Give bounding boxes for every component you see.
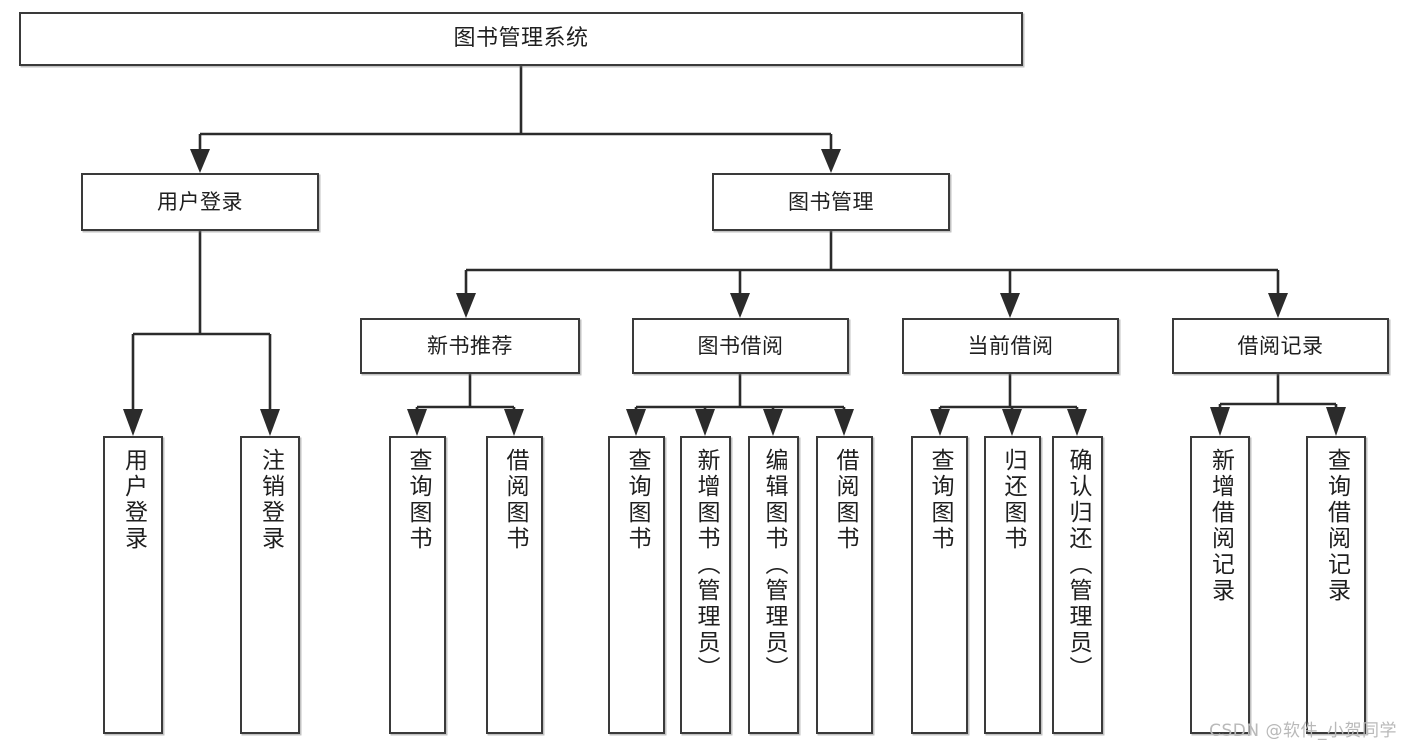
node-book-management[interactable]: 图书管理 [712,173,950,231]
leaf-label: 归还图书 [1000,448,1026,552]
leaf-borrow-book[interactable]: 借阅图书 [816,436,873,734]
connector-newbook-to-leaves [407,374,524,436]
node-borrow-record[interactable]: 借阅记录 [1172,318,1389,374]
leaf-label: 借阅图书 [832,448,858,552]
leaf-borrow-book-newbook[interactable]: 借阅图书 [486,436,543,734]
node-label: 图书管理系统 [453,26,589,52]
connector-bookmgmt-to-level2 [456,231,1288,318]
leaf-logout[interactable]: 注销登录 [240,436,300,734]
node-label: 当前借阅 [967,333,1054,358]
leaf-label: 新增借阅记录 [1207,448,1234,604]
leaf-label: 查询借阅记录 [1323,448,1350,604]
leaf-label: 查询图书 [927,448,953,552]
node-root-book-management-system[interactable]: 图书管理系统 [19,12,1023,66]
leaf-return-book[interactable]: 归还图书 [984,436,1041,734]
leaf-label: 确认归还（管理员） [1065,448,1091,682]
leaf-query-borrow-record[interactable]: 查询借阅记录 [1306,436,1366,734]
leaf-label: 用户登录 [120,448,147,552]
leaf-query-book-newbook[interactable]: 查询图书 [389,436,446,734]
connector-root-to-level1 [190,66,841,173]
csdn-watermark: CSDN @软件_小贺同学 [1209,721,1397,741]
leaf-label: 查询图书 [624,448,650,552]
node-label: 用户登录 [157,189,243,214]
leaf-query-book-borrow[interactable]: 查询图书 [608,436,665,734]
node-current-borrow[interactable]: 当前借阅 [902,318,1119,374]
leaf-label: 编辑图书（管理员） [761,448,787,682]
node-label: 图书借阅 [697,333,784,358]
leaf-label: 借阅图书 [502,448,528,552]
connector-record-to-leaves [1210,374,1346,436]
leaf-user-login[interactable]: 用户登录 [103,436,163,734]
leaf-confirm-return-admin[interactable]: 确认归还（管理员） [1052,436,1103,734]
leaf-query-book-current[interactable]: 查询图书 [911,436,968,734]
connector-current-to-leaves [930,374,1087,436]
node-book-borrow[interactable]: 图书借阅 [632,318,849,374]
leaf-label: 查询图书 [405,448,431,552]
node-label: 图书管理 [788,189,874,214]
node-new-book-recommendation[interactable]: 新书推荐 [360,318,580,374]
node-label: 新书推荐 [427,333,513,358]
leaf-label: 注销登录 [257,448,284,552]
leaf-edit-book-admin[interactable]: 编辑图书（管理员） [748,436,799,734]
node-label: 借阅记录 [1237,333,1324,358]
leaf-label: 新增图书（管理员） [693,448,719,682]
connector-userlogin-to-leaves [123,231,280,436]
node-user-login[interactable]: 用户登录 [81,173,319,231]
leaf-add-borrow-record[interactable]: 新增借阅记录 [1190,436,1250,734]
connector-borrow-to-leaves [626,374,854,436]
leaf-add-book-admin[interactable]: 新增图书（管理员） [680,436,731,734]
